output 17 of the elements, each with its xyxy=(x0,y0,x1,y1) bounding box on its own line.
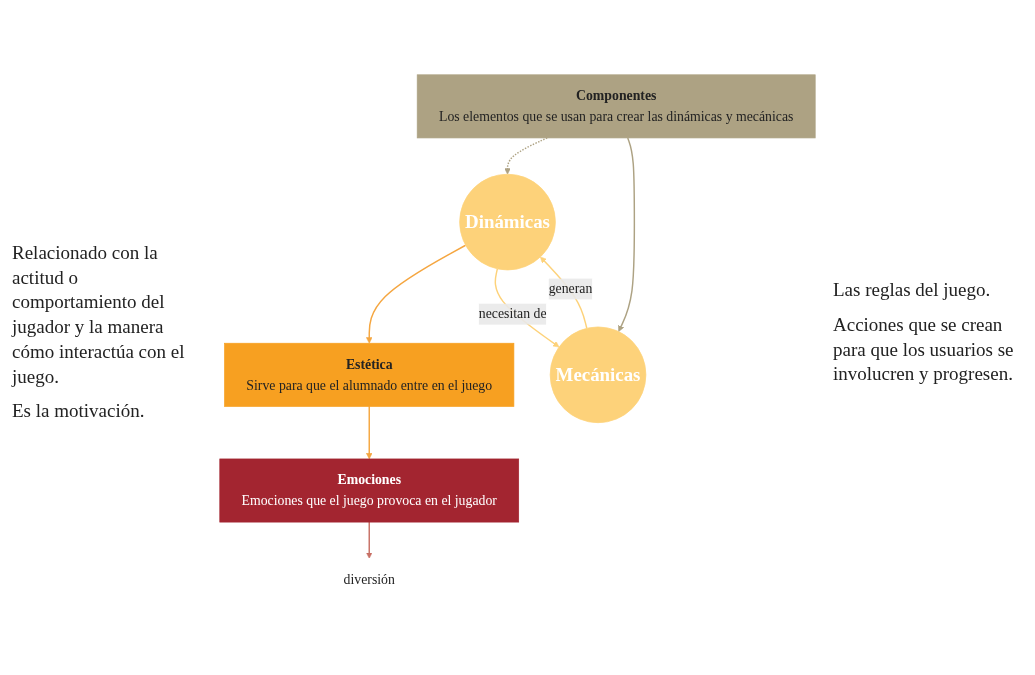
arrow xyxy=(366,244,467,344)
node-circle: Mecánicas xyxy=(549,326,647,423)
edge-label: necesitan de xyxy=(478,305,547,321)
node-box: Componentes Los elementos que se usan para crear las dinámicas y mecánicas xyxy=(416,74,816,138)
node-note: Relacionado con la actitud o comportamiento del jugador y la manera cómo interactúa con el juego. xyxy=(12,241,186,389)
node-note: Las reglas del juego. xyxy=(833,278,992,303)
arrow xyxy=(618,136,636,332)
node-box: Emociones Emociones que el juego provoca en el jugador xyxy=(219,458,520,523)
node-note: Es la motivación. xyxy=(12,399,146,424)
arrow xyxy=(366,405,373,459)
node-circle: Dinámicas xyxy=(459,173,556,271)
node-text: diversión xyxy=(343,571,395,587)
arrow xyxy=(366,521,373,559)
node-box: Estética Sirve para que el alumnado entre en el juego xyxy=(224,342,515,407)
node-note: Acciones que se crean para que los usuarios se involucren y progresen. xyxy=(833,312,1015,387)
edge-label: generan xyxy=(548,280,593,296)
arrow xyxy=(504,136,548,175)
